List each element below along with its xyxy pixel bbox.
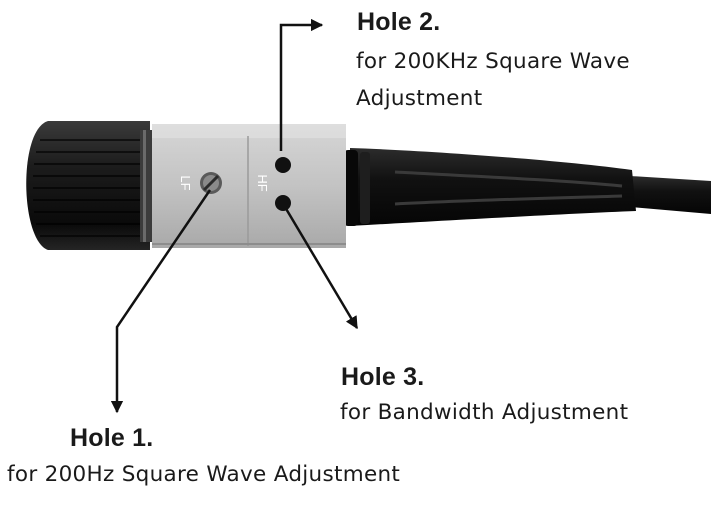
hole-3 xyxy=(275,195,291,211)
hole-1-description: for 200Hz Square Wave Adjustment xyxy=(7,462,401,487)
hole-2-description-line1: for 200KHz Square Wave xyxy=(356,49,630,74)
hole-3-title: Hole 3. xyxy=(341,363,425,391)
probe-cable xyxy=(344,148,711,226)
hf-marking: HF xyxy=(255,174,270,191)
hole-1-title: Hole 1. xyxy=(70,424,154,452)
hole-2-arrow xyxy=(279,18,324,151)
probe-body xyxy=(152,124,346,248)
hole-1 xyxy=(200,172,222,194)
hole-2 xyxy=(275,157,291,173)
hole-2-title: Hole 2. xyxy=(357,8,441,36)
hole-1-arrow xyxy=(110,189,212,414)
hole-2-description-line2: Adjustment xyxy=(356,86,483,111)
hole-3-description: for Bandwidth Adjustment xyxy=(340,400,629,425)
hole-3-arrow xyxy=(283,206,359,330)
probe-knob xyxy=(26,121,156,250)
lf-marking: LF xyxy=(178,175,193,190)
